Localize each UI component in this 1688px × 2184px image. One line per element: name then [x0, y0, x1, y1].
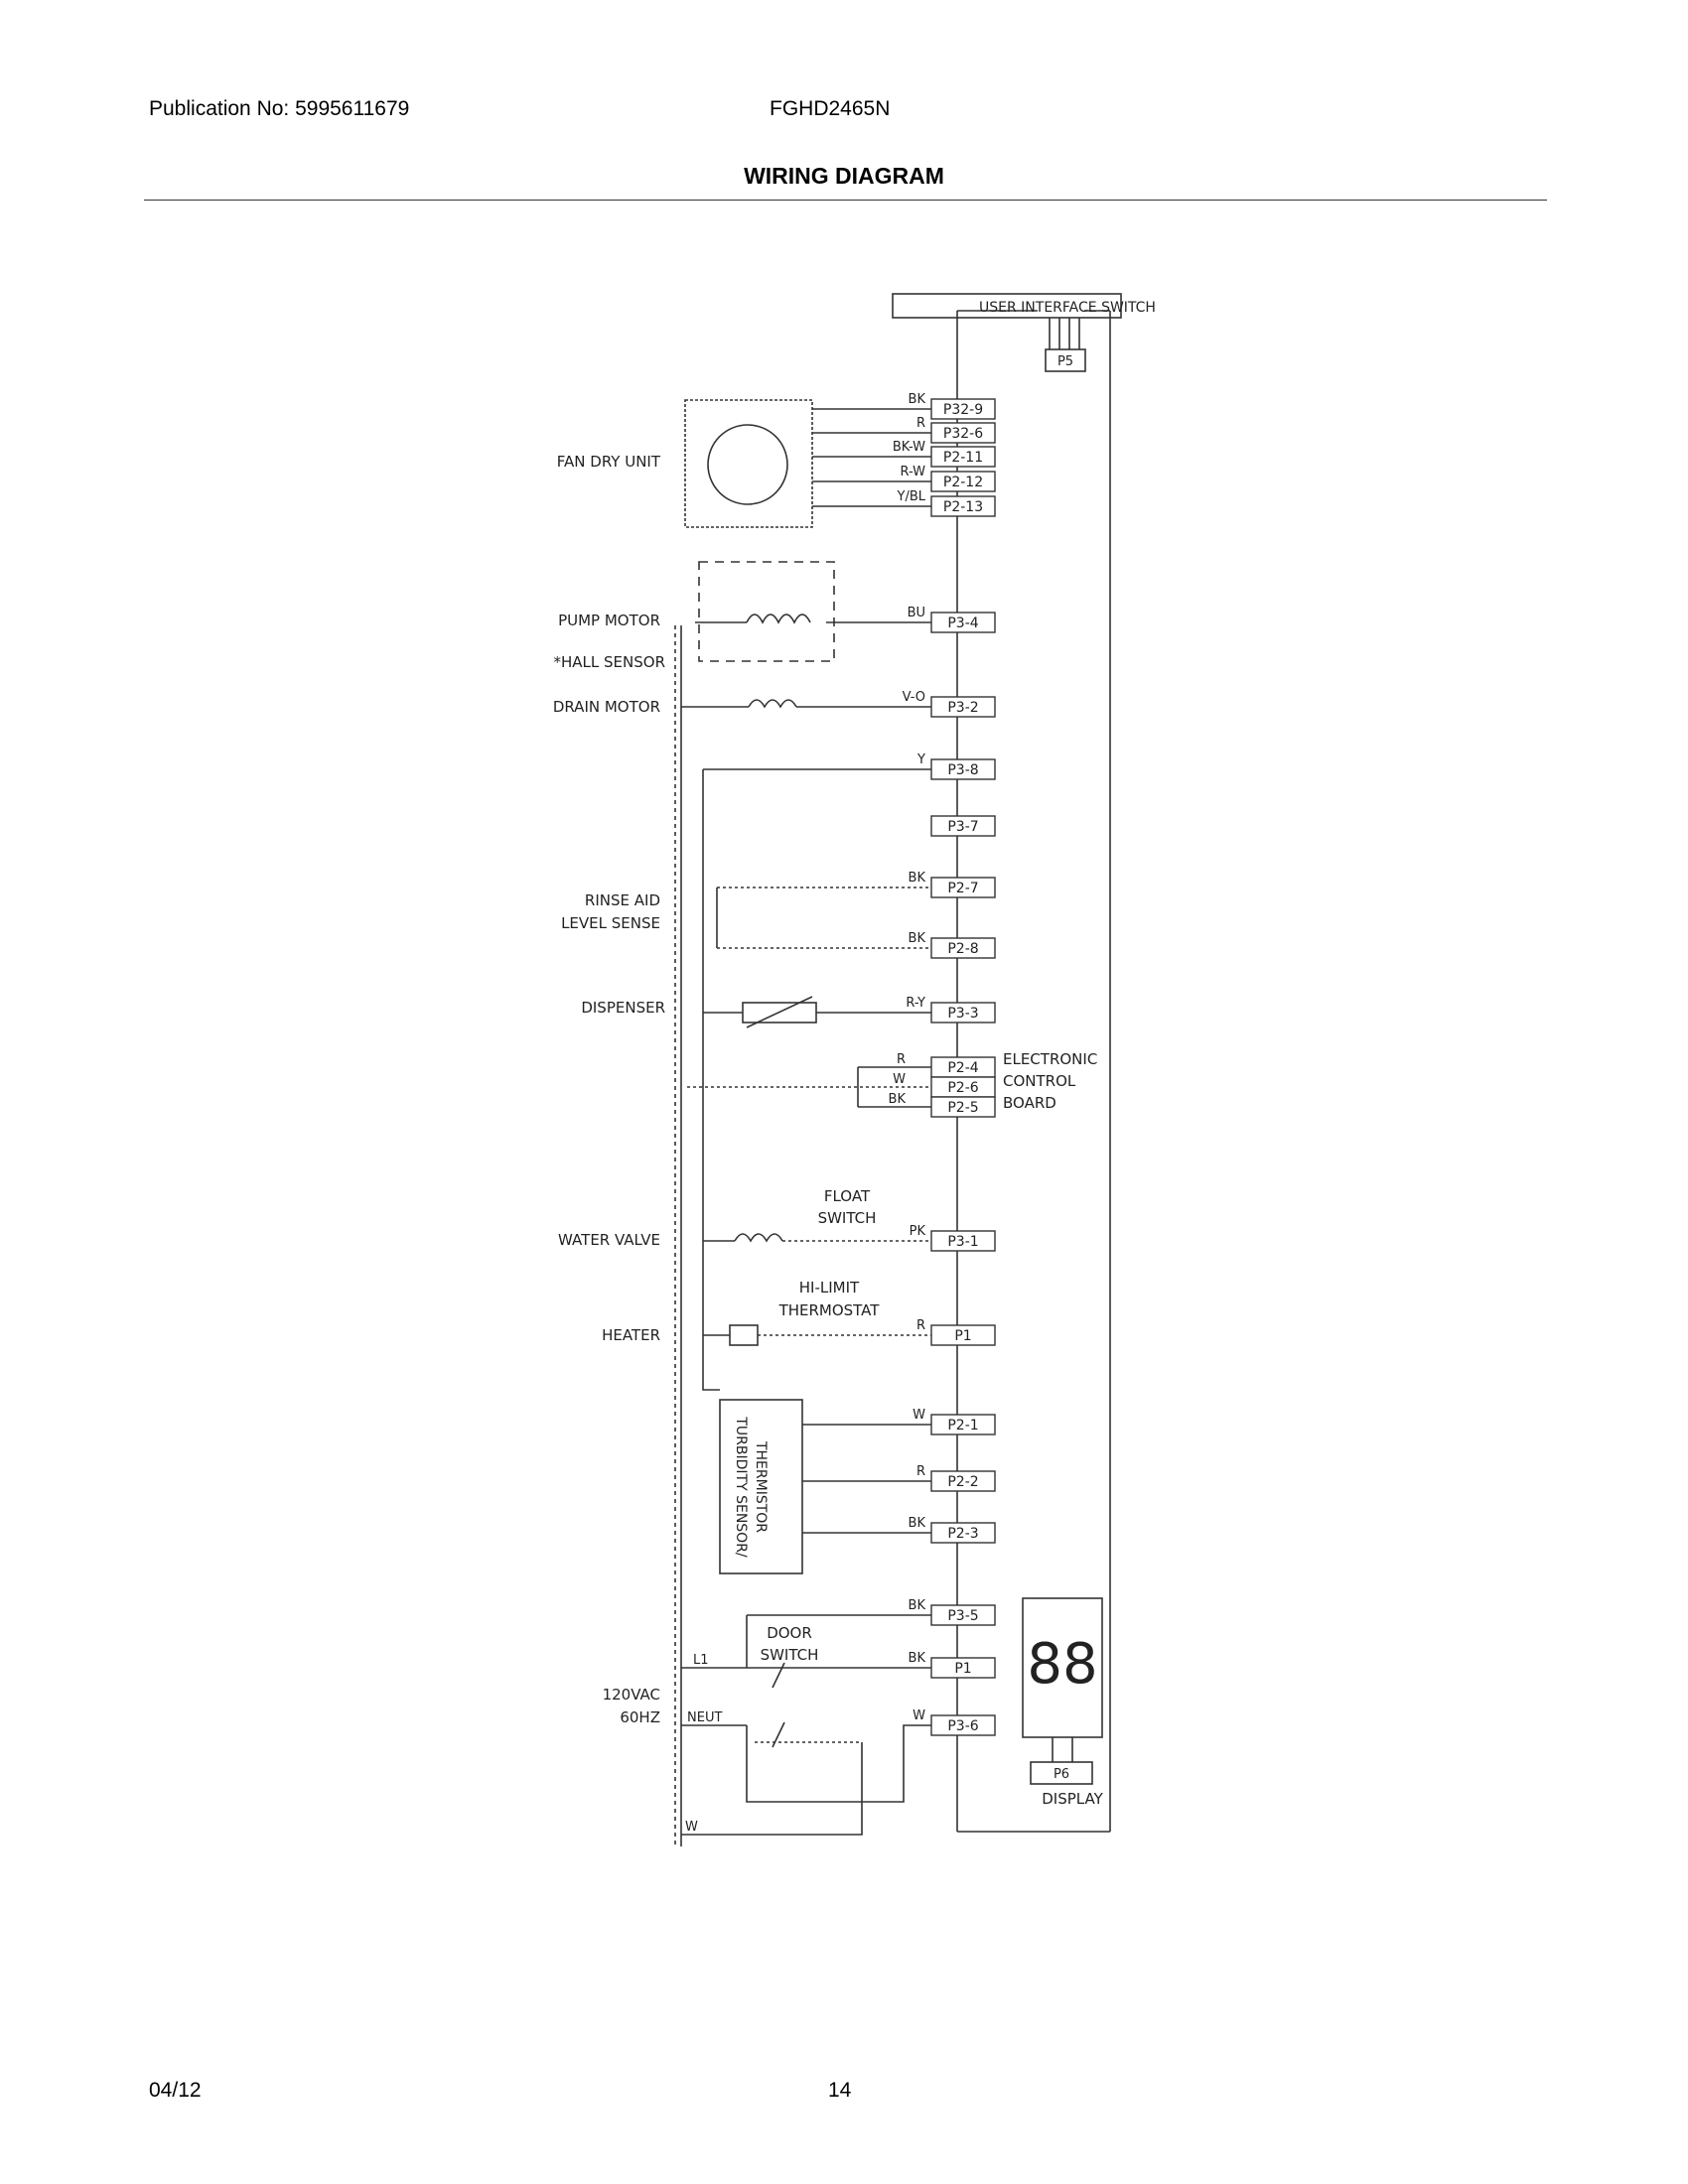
wire-color-label: R-W [900, 465, 925, 479]
connector-label: P3-5 [947, 1608, 978, 1624]
float-label: FLOAT [824, 1187, 871, 1205]
connector-label: P3-7 [947, 819, 978, 835]
connector-label: P3-4 [947, 615, 978, 631]
wire-color-label: BK [909, 1598, 926, 1613]
hall-sensor-label: *HALL SENSOR [554, 653, 666, 671]
display-label: DISPLAY [1042, 1790, 1103, 1808]
wire-color-label: V-O [903, 690, 925, 705]
display-digits: 88 [1027, 1632, 1097, 1697]
footer-date: 04/12 [149, 2079, 202, 2102]
connector-label: P3-1 [947, 1234, 978, 1250]
connector-label: P1 [954, 1328, 971, 1344]
door-label: DOOR [767, 1624, 812, 1642]
wire-color-label: Y/BL [897, 489, 926, 504]
dispenser-label: DISPENSER [581, 999, 665, 1017]
wire-color-label: R [916, 1318, 925, 1333]
p5-connector-label: P5 [1057, 354, 1073, 369]
pump-motor-label: PUMP MOTOR [558, 612, 660, 629]
wire-color-label: R [897, 1052, 906, 1067]
float-switch-label: SWITCH [818, 1209, 877, 1227]
connector-label: P2-2 [947, 1474, 978, 1490]
supply-voltage-label: 120VAC [603, 1686, 660, 1704]
white-wire-label: W [685, 1820, 698, 1835]
heater-label: HEATER [602, 1326, 660, 1344]
wire-color-label: R-Y [906, 996, 925, 1011]
connector-label: P2-13 [943, 499, 983, 515]
model-number: FGHD2465N [770, 97, 891, 120]
wire-color-label: BK [909, 392, 926, 407]
publication-number: Publication No: 5995611679 [149, 97, 410, 120]
connector-label: P2-6 [947, 1080, 978, 1096]
water-valve-label: WATER VALVE [558, 1231, 660, 1249]
connector-label: P2-11 [943, 450, 983, 466]
rinse-aid-label: RINSE AID [585, 891, 660, 909]
connector-label: P2-7 [947, 881, 978, 896]
hi-limit-label: HI-LIMIT [799, 1279, 860, 1297]
page-title: WIRING DIAGRAM [744, 163, 944, 189]
wire-color-label: BK [909, 1651, 926, 1666]
wire-color-label: R [916, 416, 925, 431]
wire-color-label: W [893, 1072, 906, 1087]
thermostat-label: THERMOSTAT [778, 1301, 881, 1319]
connector-label: P3-3 [947, 1006, 978, 1022]
wire-color-label: W [913, 1408, 925, 1423]
turbidity-sensor-label: TURBIDITY SENSOR/ [733, 1416, 749, 1558]
level-sense-label: LEVEL SENSE [561, 914, 660, 932]
connector-label: P3-6 [947, 1718, 978, 1734]
wire-color-label: R [916, 1464, 925, 1479]
wire-color-label: W [913, 1708, 925, 1723]
thermistor-label: THERMISTOR [753, 1440, 769, 1533]
connector-label: P3-8 [947, 762, 978, 778]
connector-label: P2-5 [947, 1100, 978, 1116]
p6-connector-label: P6 [1054, 1767, 1069, 1782]
ecb-label-1: ELECTRONIC [1003, 1050, 1097, 1068]
wire-color-label: BK [909, 931, 926, 946]
ecb-label-3: BOARD [1003, 1094, 1056, 1112]
connector-label: P32-6 [943, 426, 983, 442]
fan-dry-unit-label: FAN DRY UNIT [557, 453, 661, 471]
user-interface-switch-label: USER INTERFACE SWITCH [979, 300, 1156, 316]
page-number: 14 [828, 2079, 852, 2102]
wire-color-label: Y [916, 752, 925, 767]
connector-label: P32-9 [943, 402, 983, 418]
drain-motor-label: DRAIN MOTOR [553, 698, 660, 716]
wire-color-label: BK-W [893, 440, 925, 455]
ecb-label-2: CONTROL [1003, 1072, 1076, 1090]
connector-label: P2-12 [943, 475, 983, 490]
door-switch-label: SWITCH [761, 1646, 819, 1664]
wire-color-label: BK [889, 1092, 907, 1107]
connector-label: P2-1 [947, 1418, 978, 1433]
neutral-label: NEUT [687, 1710, 722, 1725]
wire-color-label: BU [908, 606, 925, 620]
connector-label: P3-2 [947, 700, 978, 716]
connector-label: P2-4 [947, 1060, 978, 1076]
wire-color-label: BK [909, 1516, 926, 1531]
wire-color-label: PK [910, 1224, 926, 1239]
connector-label: P1 [954, 1661, 971, 1677]
wire-color-label: BK [909, 871, 926, 886]
connector-label: P2-8 [947, 941, 978, 957]
supply-frequency-label: 60HZ [620, 1708, 660, 1726]
header-rule [144, 200, 1547, 201]
connector-label: P2-3 [947, 1526, 978, 1542]
l1-label: L1 [693, 1653, 709, 1668]
